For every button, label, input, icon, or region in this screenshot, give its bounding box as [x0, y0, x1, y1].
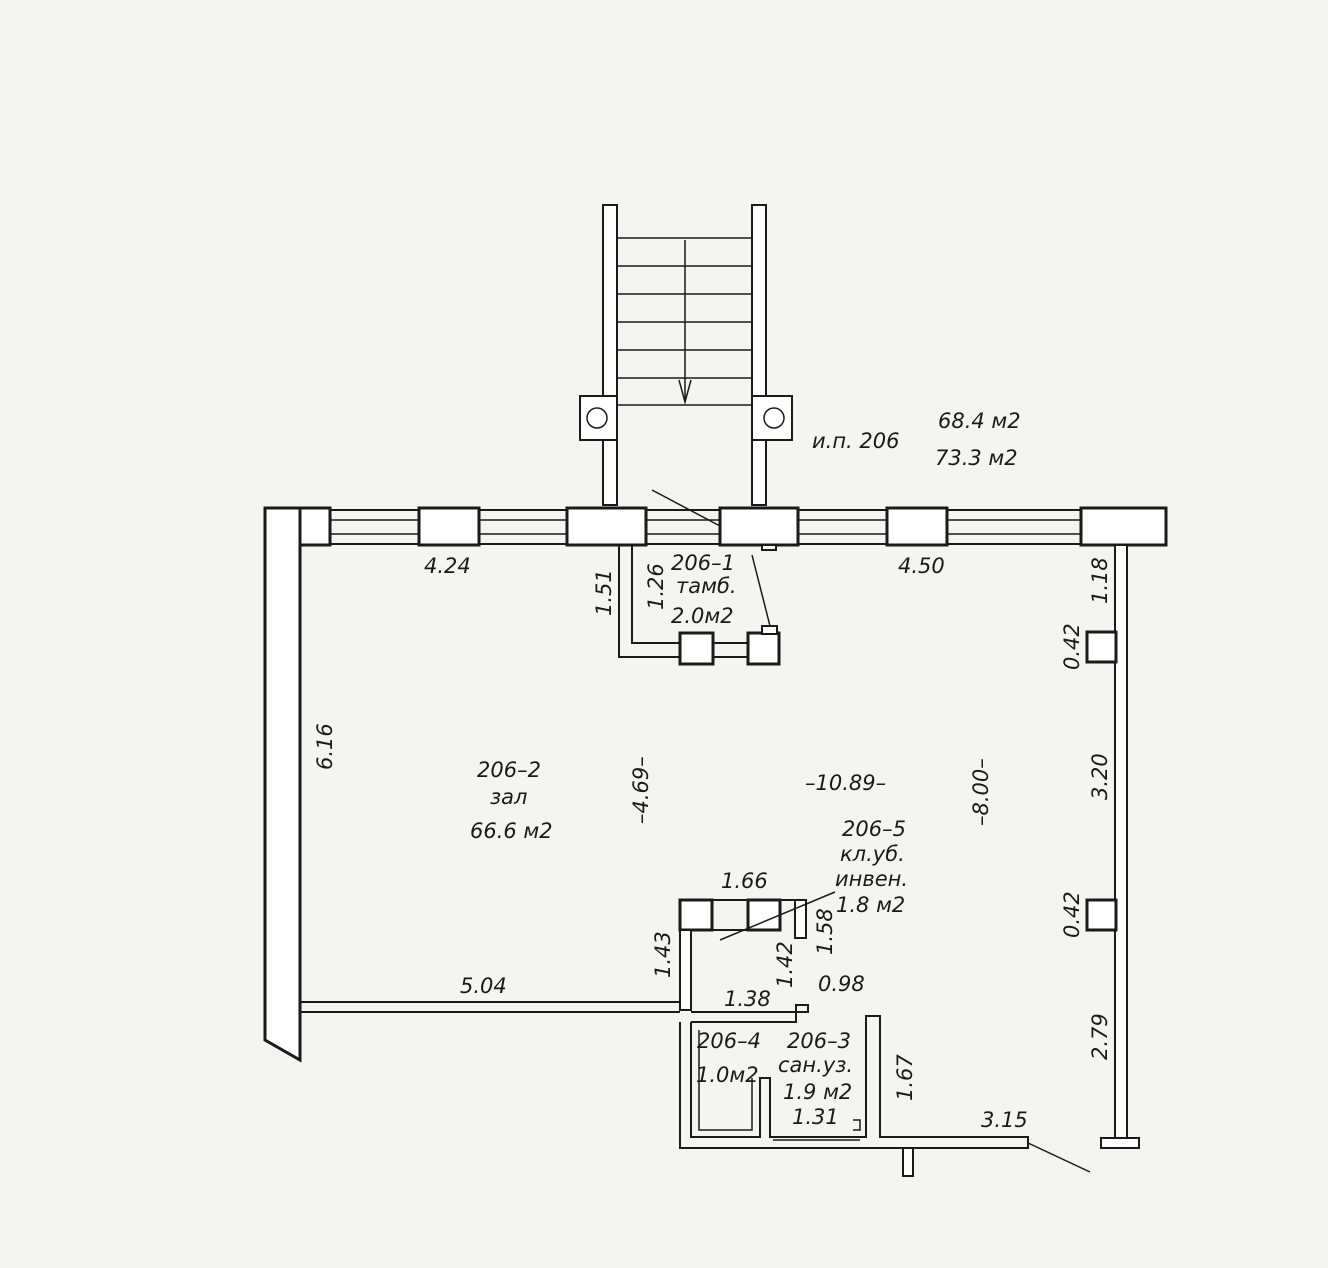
dim-bath-131: 1.31	[792, 1105, 839, 1129]
left-wall	[263, 506, 302, 1063]
room-206-4-area: 1.0м2	[696, 1063, 759, 1087]
unit-id-label: и.п. 206	[812, 429, 900, 453]
room-206-3-id: 206–3	[787, 1029, 851, 1053]
dim-closet-166: 1.66	[721, 869, 768, 893]
room-206-2-name: зал	[490, 785, 527, 809]
dim-bottom-504: 5.04	[460, 974, 507, 998]
room-206-5-id: 206–5	[842, 817, 906, 841]
dim-bath-167: 1.67	[893, 1054, 917, 1101]
bottom-walls	[300, 1001, 1091, 1177]
dim-closet-143: 1.43	[651, 931, 675, 978]
dim-front-right: 4.50	[898, 554, 945, 578]
right-wall	[1085, 544, 1140, 1149]
dim-closet-158: 1.58	[813, 908, 837, 955]
dim-bottom-138: 1.38	[724, 987, 771, 1011]
dim-right-118: 1.18	[1088, 557, 1112, 604]
front-wall	[263, 506, 1168, 551]
dim-vest-151: 1.51	[592, 569, 616, 616]
room-206-2-area: 66.6 м2	[470, 819, 553, 843]
dim-right-042-b: 0.42	[1060, 891, 1084, 938]
dim-mid-800: –8.00–	[969, 758, 993, 826]
dim-front-left: 4.24	[424, 554, 471, 578]
unit-area-label-2: 73.3 м2	[935, 446, 1018, 470]
dim-right-320: 3.20	[1088, 753, 1112, 800]
room-206-5-area: 1.8 м2	[836, 893, 905, 917]
room-206-3-area: 1.9 м2	[783, 1080, 852, 1104]
closet-walls	[678, 891, 836, 1011]
unit-area-label-1: 68.4 м2	[938, 409, 1021, 433]
room-206-3-name: сан.уз.	[778, 1053, 853, 1077]
dim-closet-142: 1.42	[773, 941, 797, 988]
dim-mid-469: –4.69–	[629, 756, 653, 824]
room-206-5-name-2: инвен.	[835, 867, 908, 891]
room-206-5-name-1: кл.уб.	[840, 842, 905, 866]
dim-left-616: 6.16	[313, 723, 337, 770]
dim-vest-126: 1.26	[644, 563, 668, 610]
dim-right-042-a: 0.42	[1060, 623, 1084, 670]
staircase	[579, 204, 793, 506]
stair-arrow-icon	[678, 379, 692, 405]
dim-right-279: 2.79	[1088, 1013, 1112, 1060]
room-206-2-id: 206–2	[477, 758, 541, 782]
dim-bottom-315: 3.15	[981, 1108, 1028, 1132]
room-206-1-name: тамб.	[676, 574, 737, 598]
dim-total-width: –10.89–	[805, 771, 886, 795]
vestibule-walls	[618, 489, 781, 666]
room-206-4-id: 206–4	[697, 1029, 761, 1053]
room-206-1-area: 2.0м2	[671, 604, 734, 628]
dim-bottom-098: 0.98	[818, 972, 865, 996]
room-206-1-id: 206–1	[671, 551, 735, 575]
